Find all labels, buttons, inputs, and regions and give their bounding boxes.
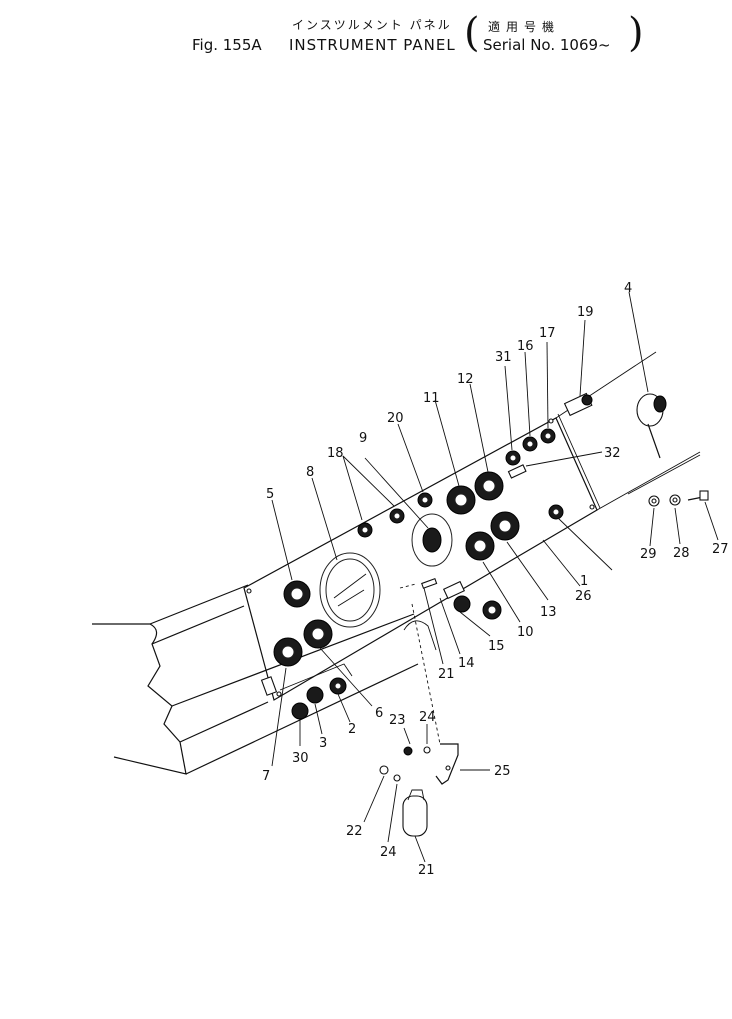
callout-1: 1 bbox=[580, 574, 588, 589]
callout-4: 4 bbox=[624, 281, 632, 296]
callout-25: 25 bbox=[494, 764, 511, 779]
callout-30: 30 bbox=[292, 751, 309, 766]
callout-19: 19 bbox=[577, 305, 594, 320]
small-hardware bbox=[379, 746, 431, 782]
callout-26: 26 bbox=[575, 589, 592, 604]
callout-12: 12 bbox=[457, 372, 474, 387]
switch-assembly bbox=[421, 578, 502, 620]
callout-28: 28 bbox=[673, 546, 690, 561]
callout-24-lower: 24 bbox=[380, 845, 397, 860]
callout-13: 13 bbox=[540, 605, 557, 620]
gauge-11 bbox=[446, 485, 476, 515]
gauge-5 bbox=[283, 580, 311, 608]
gauge-6 bbox=[303, 619, 333, 649]
callout-11: 11 bbox=[423, 391, 440, 406]
callout-3: 3 bbox=[319, 736, 327, 751]
callout-29: 29 bbox=[640, 547, 657, 562]
gauge-12 bbox=[474, 471, 504, 501]
callout-27: 27 bbox=[712, 542, 729, 557]
callout-7: 7 bbox=[262, 769, 270, 784]
callout-10: 10 bbox=[517, 625, 534, 640]
serial-bracket-right: ) bbox=[628, 10, 644, 56]
gauge-10 bbox=[465, 531, 495, 561]
figure-number: Fig. 155A bbox=[192, 36, 262, 54]
relay-21 bbox=[402, 789, 428, 837]
callout-18: 18 bbox=[327, 446, 344, 461]
bracket-25 bbox=[435, 743, 459, 785]
title-japanese: インスツルメント パネル bbox=[292, 18, 452, 32]
callout-24-upper: 24 bbox=[419, 710, 436, 725]
gauge-13 bbox=[490, 511, 520, 541]
callout-16: 16 bbox=[517, 339, 534, 354]
callout-22: 22 bbox=[346, 824, 363, 839]
instrument-panel-plate bbox=[243, 351, 701, 701]
serial-number-range: Serial No. 1069~ bbox=[483, 36, 611, 54]
speedometer-8 bbox=[319, 552, 381, 628]
callout-6: 6 bbox=[375, 706, 383, 721]
gauge-7 bbox=[273, 637, 303, 667]
callout-23: 23 bbox=[389, 713, 406, 728]
serial-label-japanese: 適用号機 bbox=[488, 20, 561, 34]
title-english: INSTRUMENT PANEL bbox=[289, 36, 456, 54]
callout-17: 17 bbox=[539, 326, 556, 341]
leader-lines bbox=[271, 291, 719, 863]
callout-labels: 1 2 3 4 5 6 7 8 9 10 11 12 13 14 15 16 1… bbox=[262, 281, 729, 878]
gauge-9 bbox=[411, 513, 453, 567]
serial-bracket-left: ( bbox=[464, 10, 480, 56]
callout-32: 32 bbox=[604, 446, 621, 461]
callout-31: 31 bbox=[495, 350, 512, 365]
callout-14: 14 bbox=[458, 656, 475, 671]
hardware-bolts bbox=[648, 490, 709, 507]
callout-15: 15 bbox=[488, 639, 505, 654]
callout-5: 5 bbox=[266, 487, 274, 502]
callout-2: 2 bbox=[348, 722, 356, 737]
callout-21-upper: 21 bbox=[438, 667, 455, 682]
switch-4 bbox=[636, 393, 667, 459]
plug-19 bbox=[563, 392, 593, 417]
callout-20: 20 bbox=[387, 411, 404, 426]
callout-21-lower: 21 bbox=[418, 863, 435, 878]
callout-9: 9 bbox=[359, 431, 367, 446]
lower-buttons bbox=[260, 663, 353, 720]
indicator-lamps bbox=[357, 428, 564, 538]
callout-8: 8 bbox=[306, 465, 314, 480]
